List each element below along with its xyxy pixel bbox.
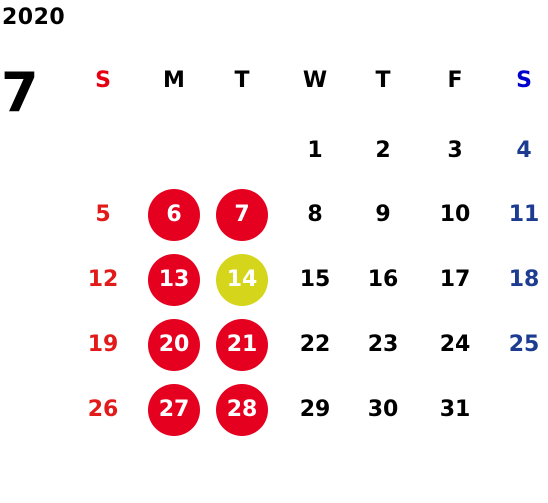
day-cell[interactable]: 22 — [299, 332, 331, 357]
day-cell-holiday[interactable]: 27 — [148, 384, 200, 436]
day-cell[interactable]: 30 — [367, 397, 399, 422]
day-cell[interactable]: 2 — [375, 138, 391, 163]
day-cell-holiday[interactable]: 21 — [216, 319, 268, 371]
weekday-mon: M — [163, 68, 185, 93]
day-cell[interactable]: 26 — [87, 397, 119, 422]
day-cell-holiday[interactable]: 28 — [216, 384, 268, 436]
day-cell[interactable]: 31 — [439, 397, 471, 422]
day-cell[interactable]: 4 — [516, 138, 532, 163]
day-cell[interactable]: 17 — [439, 267, 471, 292]
day-cell[interactable]: 19 — [87, 332, 119, 357]
month-number: 7 — [1, 61, 39, 124]
day-cell-holiday[interactable]: 20 — [148, 319, 200, 371]
day-cell[interactable]: 16 — [367, 267, 399, 292]
day-cell[interactable]: 12 — [87, 267, 119, 292]
day-cell[interactable]: 24 — [439, 332, 471, 357]
day-cell[interactable]: 23 — [367, 332, 399, 357]
day-cell[interactable]: 8 — [307, 202, 323, 227]
weekday-tue: T — [234, 68, 250, 93]
day-cell[interactable]: 9 — [375, 202, 391, 227]
weekday-fri: F — [447, 68, 463, 93]
day-cell[interactable]: 18 — [508, 267, 540, 292]
day-cell[interactable]: 11 — [508, 202, 540, 227]
day-cell-holiday[interactable]: 6 — [148, 189, 200, 241]
year-label: 2020 — [2, 5, 66, 30]
day-cell[interactable]: 10 — [439, 202, 471, 227]
weekday-sun: S — [95, 68, 111, 93]
day-cell[interactable]: 5 — [95, 202, 111, 227]
weekday-sat: S — [516, 68, 532, 93]
day-cell-holiday[interactable]: 13 — [148, 254, 200, 306]
day-cell[interactable]: 1 — [307, 138, 323, 163]
day-cell-holiday[interactable]: 7 — [216, 189, 268, 241]
weekday-wed: W — [302, 68, 328, 93]
weekday-thu: T — [375, 68, 391, 93]
day-cell[interactable]: 3 — [447, 138, 463, 163]
day-cell-highlighted[interactable]: 14 — [216, 254, 268, 306]
day-cell[interactable]: 15 — [299, 267, 331, 292]
day-cell[interactable]: 25 — [508, 332, 540, 357]
day-cell[interactable]: 29 — [299, 397, 331, 422]
